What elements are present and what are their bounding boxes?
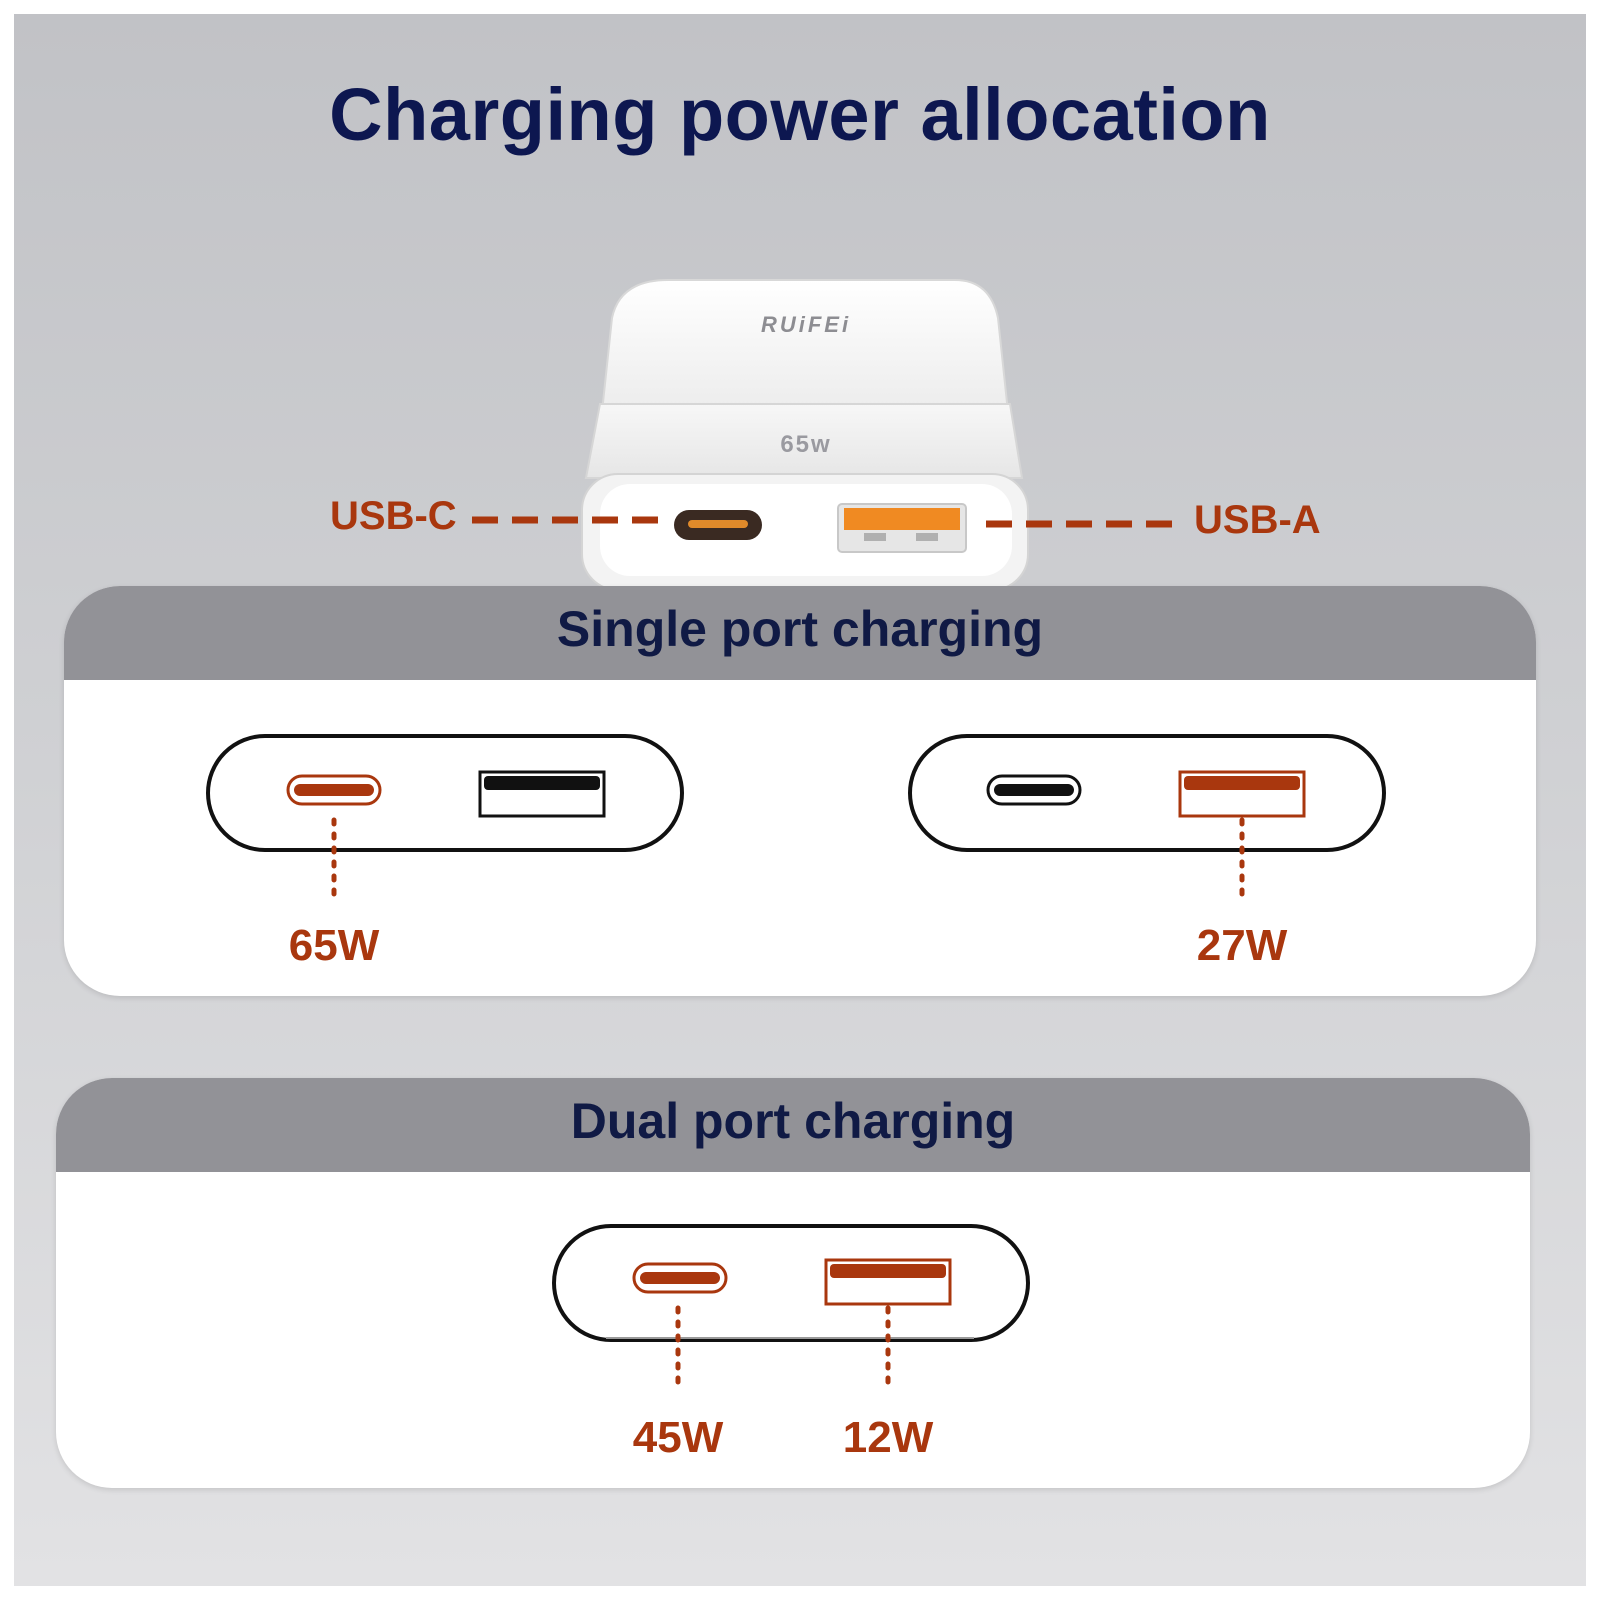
usb-a-port-icon	[824, 1258, 952, 1306]
port-outline-dual	[552, 1224, 1030, 1342]
page-title: Charging power allocation	[329, 73, 1271, 156]
usb-c-port-icon	[632, 1262, 728, 1294]
port-outline-left	[206, 734, 684, 852]
charger-illustration: RUiFEi 65w	[472, 279, 1172, 591]
single-usb-a-power: 27W	[1197, 921, 1288, 970]
model-mark: 65w	[780, 431, 831, 458]
usb-c-port-icon	[286, 774, 382, 806]
single-port-diagram: 65W 27W	[206, 734, 1386, 970]
dual-port-heading: Dual port charging	[56, 1078, 1530, 1172]
dual-usb-a-power: 12W	[843, 1413, 934, 1462]
single-usb-c-power: 65W	[289, 921, 380, 970]
single-port-panel: 65W 27W Single port charging	[64, 586, 1536, 996]
dual-port-diagram: 45W 12W	[552, 1224, 1030, 1462]
dual-usb-c-power: 45W	[633, 1413, 724, 1462]
usb-c-port-icon	[986, 774, 1082, 806]
single-port-heading: Single port charging	[64, 586, 1536, 680]
usb-a-port-icon	[478, 770, 606, 818]
port-outline-right	[908, 734, 1386, 852]
dual-port-panel: 45W 12W Dual port charging	[56, 1078, 1530, 1488]
usb-c-label: USB-C	[330, 494, 457, 538]
usb-a-port-icon	[1178, 770, 1306, 818]
usb-a-label: USB-A	[1194, 498, 1321, 542]
brand-logo: RUiFEi	[761, 312, 851, 337]
